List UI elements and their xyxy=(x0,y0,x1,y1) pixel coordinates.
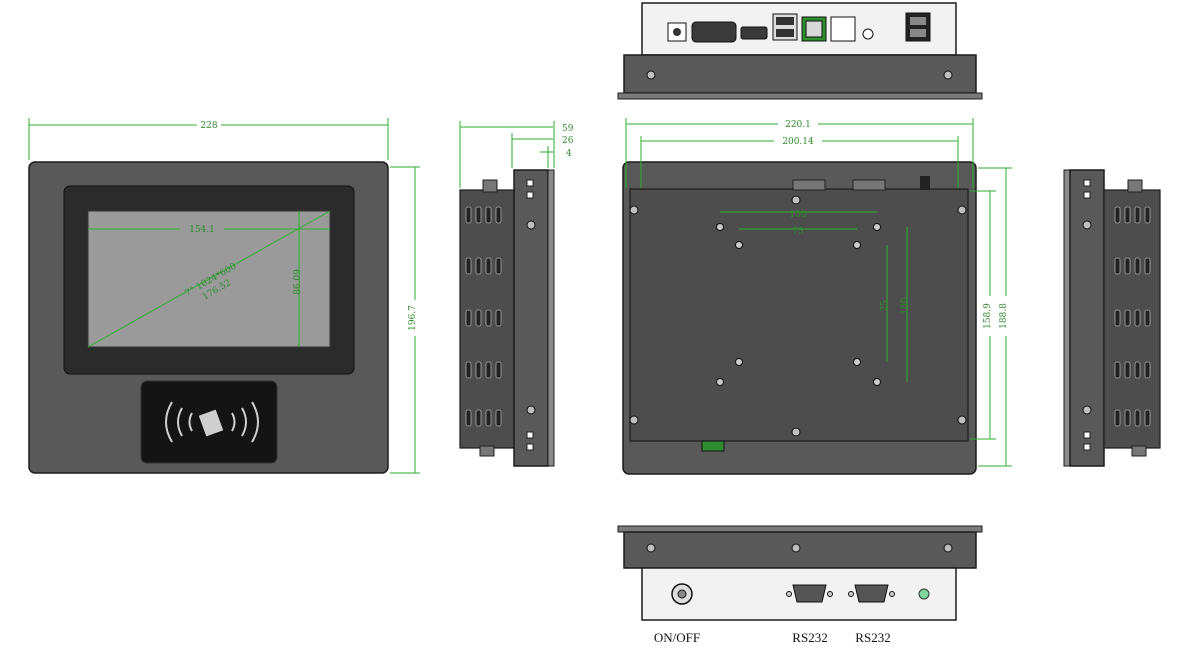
bottom-bezel xyxy=(617,525,983,533)
screw-icon xyxy=(526,405,536,415)
side-connector-bottom xyxy=(479,445,495,457)
dim-vesa-inner: 75 xyxy=(792,227,804,237)
side-connector-bottom xyxy=(1131,445,1147,457)
back-port xyxy=(852,179,886,191)
screw-icon xyxy=(791,543,801,553)
dim-back-height-inner: 158.9 xyxy=(983,303,993,329)
label-serial-2: RS232 xyxy=(855,630,890,645)
lan-port-inner xyxy=(805,20,823,38)
back-cover xyxy=(629,188,969,442)
side-bezel xyxy=(547,169,555,467)
side-slots xyxy=(526,179,534,451)
side-view-left: 59 26 4 xyxy=(459,121,574,467)
screw-icon xyxy=(1082,405,1092,415)
back-port xyxy=(920,176,930,190)
audio-jack-icon xyxy=(862,28,874,40)
top-bezel xyxy=(617,92,983,100)
dim-vesa-v-inner: 75 xyxy=(880,300,890,312)
front-view: 228 196.7 154.1 86.09 7" 1024*600 176.52 xyxy=(28,118,421,474)
dim-screen-width: 154.1 xyxy=(189,225,215,235)
side-body xyxy=(1103,189,1161,449)
side-vents xyxy=(465,206,502,427)
dim-screen-height: 86.09 xyxy=(293,269,303,295)
top-view xyxy=(617,2,983,100)
screw-icon xyxy=(646,543,656,553)
screw-icon xyxy=(526,220,536,230)
side-vents xyxy=(1114,206,1151,427)
led-indicator-icon xyxy=(918,588,930,600)
rs232-port-icon xyxy=(848,584,895,603)
vga-port-icon xyxy=(691,21,737,43)
back-screws xyxy=(629,195,967,437)
nfc-icon xyxy=(165,401,259,443)
dim-back-width-outer: 220.1 xyxy=(785,120,811,130)
side-panel xyxy=(513,169,549,467)
usb-slot xyxy=(776,29,794,37)
top-housing xyxy=(623,54,977,94)
usb-slot xyxy=(910,29,926,37)
vesa-holes xyxy=(716,223,881,386)
screw-icon xyxy=(646,70,656,80)
hdmi-port-icon xyxy=(740,26,768,40)
screw-icon xyxy=(1082,220,1092,230)
dim-front-height: 196.7 xyxy=(408,305,418,331)
side-panel xyxy=(1069,169,1105,467)
usb-slot xyxy=(776,17,794,25)
screw-icon xyxy=(943,70,953,80)
back-port xyxy=(701,440,725,452)
power-button-center xyxy=(677,589,687,599)
back-port xyxy=(792,179,826,191)
lan-port-icon xyxy=(830,16,856,42)
dim-vesa-outer: 100 xyxy=(789,210,806,220)
dim-vesa-v-outer: 100 xyxy=(900,297,910,314)
screw-icon xyxy=(943,543,953,553)
side-view-right xyxy=(1063,169,1161,467)
dim-side-depth-panel: 4 xyxy=(566,149,572,159)
dim-side-depth-total: 59 xyxy=(562,124,574,134)
side-connector-top xyxy=(482,179,498,193)
side-slots xyxy=(1083,179,1091,451)
dim-front-width: 228 xyxy=(200,121,217,131)
bottom-view: ON/OFF RS232 RS232 xyxy=(617,525,983,645)
label-serial-1: RS232 xyxy=(792,630,827,645)
usb-slot xyxy=(910,17,926,25)
dc-jack-pin xyxy=(673,28,681,36)
label-power: ON/OFF xyxy=(654,630,700,645)
back-view: 100 75 75 100 220.1 200.14 158.9 188.8 xyxy=(622,118,1012,475)
dim-back-width-inner: 200.14 xyxy=(782,137,814,147)
side-connector-top xyxy=(1127,179,1143,193)
dim-side-depth-body: 26 xyxy=(562,136,574,146)
side-bezel xyxy=(1063,169,1071,467)
dim-back-height-outer: 188.8 xyxy=(999,303,1009,329)
rs232-port-icon xyxy=(786,584,833,603)
